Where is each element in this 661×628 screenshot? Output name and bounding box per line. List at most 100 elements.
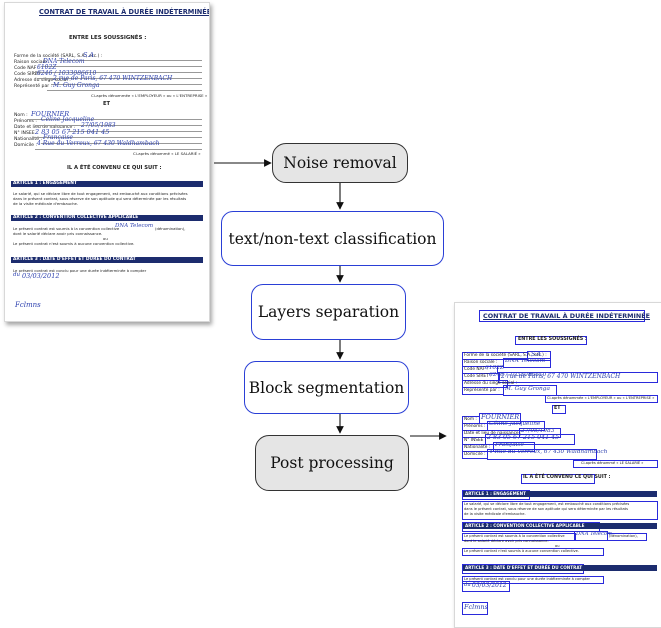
article-2-text: ou [103,236,108,241]
handwritten-value: 27/05/1983 [81,122,116,129]
article-1-text: dans le présent contrat, sous réserve de… [464,507,628,511]
article-3-text: Le présent contrat est conclu pour une d… [13,268,147,273]
handwritten-value: 03/03/2012 [22,272,60,280]
field-label: Domicile : [464,452,486,457]
field-label: Adresse du siège social : [464,381,518,386]
article-1-text: de la visite médicale d'embauche. [13,201,79,206]
handwritten-value: du [464,582,471,588]
handwritten-value: du [13,272,21,278]
handwritten-value: 03/03/2012 [472,582,507,589]
doc-title: CONTRAT DE TRAVAIL À DURÉE INDÉTERMINÉE [483,312,651,320]
field-label: Code SIRET : [464,374,492,379]
handwritten-value: M. Guy Gronga [53,82,100,89]
handwritten-value: S.A [531,351,542,358]
field-label: Raison sociale : [464,360,498,365]
handwritten-value: 2 rue de Paris, 67 470 WINTZENBACH [53,75,173,82]
employer-caption: Ci-après dénommée « L'EMPLOYEUR » ou « L… [547,396,655,400]
agreed-heading: IL A ÉTÉ CONVENU CE QUI SUIT : [523,475,611,480]
article-2-text: Le présent contrat est soumis à la conve… [13,226,120,231]
signature: Fclmns [15,301,41,309]
handwritten-value: Française [495,442,524,448]
handwritten-value: DNA Telecom [43,58,85,65]
field-label: Code NAF : [464,367,488,372]
article-3-heading: ARTICLE 3 : DATE D'EFFET ET DURÉE DU CON… [11,257,203,263]
article-3-heading: ARTICLE 3 : DATE D'EFFET ET DURÉE DU CON… [463,565,657,571]
article-1-heading: ARTICLE 1 : ENGAGEMENT [11,181,203,187]
article-2-text: (dénomination), [155,226,186,231]
article-2-text: Le présent contrat n'est soumis à aucune… [464,549,579,553]
doc-between: ENTRE LES SOUSSIGNÉS : [69,35,147,41]
handwritten-value: 6102Z [37,64,57,71]
handwritten-value: S.A [83,51,94,59]
employee-caption: Ci-après dénommé « LE SALARIÉ » [581,461,644,465]
handwritten-value: 6102Z [485,365,504,371]
article-2-text: dont le salarié déclare avoir pris conna… [464,539,549,543]
field-label: N° INSEE : [464,438,487,443]
handwritten-value: 27/05/1983 [521,428,555,434]
step-block-segmentation: Block segmentation [244,361,409,414]
handwritten-value: 2 rue de Paris, 67 470 WINTZENBACH [501,373,621,380]
field-label: Représenté par : [464,388,500,393]
step-noise-removal: Noise removal [272,143,408,183]
handwritten-value: DNA Telecom [576,531,612,537]
article-2-text: Le présent contrat n'est soumis à aucune… [13,241,135,246]
field-label: Nom : [464,417,477,422]
agreed-heading: IL A ÉTÉ CONVENU CE QUI SUIT : [67,165,162,171]
field-label: Forme de la société (SARL, S.A., etc.) : [464,353,547,358]
article-2-text: Le présent contrat est soumis à la conve… [464,534,565,538]
article-1-text: dans le présent contrat, sous réserve de… [13,196,187,201]
field-label: Domicile : [14,143,38,148]
handwritten-value: Française [43,134,73,141]
and-label: ET [554,406,561,411]
doc-title: CONTRAT DE TRAVAIL À DURÉE INDÉTERMINÉE [39,8,210,16]
handwritten-value: 2 83 05 67 215 041 45 [35,128,110,136]
handwritten-value: 2 83 05 67 215 041 45 [487,434,560,441]
field-label: Date et lieu de naissance : [14,125,76,130]
handwritten-value: Céline Jacqueline [41,116,95,123]
employee-caption: Ci-après dénommé « LE SALARIÉ » [133,151,201,156]
article-3-text: Le présent contrat est conclu pour une d… [464,577,591,581]
step-post-processing: Post processing [255,435,409,491]
field-label: Code NAF : [14,66,40,71]
handwritten-value: DNA Telecom [115,223,154,229]
article-1-text: Le salarié, qui se déclare libre de tout… [13,191,188,196]
article-2-heading: ARTICLE 2 : CONVENTION COLLECTIVE APPLIC… [463,523,657,529]
field-label: Nom : [14,113,28,118]
article-2-text: dont le salarié déclare avoir pris conna… [13,231,103,236]
article-1-heading: ARTICLE 1 : ENGAGEMENT [463,491,657,497]
field-label: Code SIRET : [14,72,44,77]
article-1-text: Le salarié, qui se déclare libre de tout… [464,502,630,506]
handwritten-value: 6246 / 1033086610 [489,372,547,378]
field-label: Nationalité : [14,137,43,142]
article-2-heading: ARTICLE 2 : CONVENTION COLLECTIVE APPLIC… [11,215,203,221]
article-1-text: de la visite médicale d'embauche. [464,512,526,516]
handwritten-value: Céline Jacqueline [489,421,541,427]
article-2-text: (dénomination), [609,534,638,538]
handwritten-value: FOURNIER [481,413,520,421]
handwritten-value: FOURNIER [31,110,70,118]
field-label: Adresse du siège social : [14,78,71,83]
field-label: Raison sociale : [14,60,50,65]
field-label: Représenté par : [14,84,53,89]
field-label: Prénoms : [464,424,486,429]
article-2-text: ou [555,544,560,548]
original-document: CONTRAT DE TRAVAIL À DURÉE INDÉTERMINÉE … [4,2,210,322]
segmented-document: CONTRAT DE TRAVAIL À DURÉE INDÉTERMINÉE … [454,302,661,628]
handwritten-value: M. Guy Gronga [505,386,550,392]
handwritten-value: 4 Rue du Verreux, 67 430 Waldhambach [37,140,160,147]
and-label: ET [103,101,111,107]
doc-between: ENTRE LES SOUSSIGNÉS : [518,337,587,342]
field-label: Date et lieu de naissance : [464,431,522,436]
handwritten-value: 6246 / 1033086610 [37,70,97,77]
step-text-classification: text/non-text classification [221,211,444,266]
step-layers-separation: Layers separation [251,284,406,340]
employer-caption: Ci-après dénommée « L'EMPLOYEUR » ou « L… [91,93,208,98]
field-label: Forme de la société (SARL, S.A., etc.) : [14,54,103,59]
handwritten-value: DNA Telecom [505,358,546,364]
field-label: Prénoms : [14,119,37,124]
handwritten-value: 4 Rue du Verreux, 67 430 Waldhambach [489,449,608,455]
field-label: N° INSEE : [14,131,38,136]
field-label: Nationalité : [464,445,491,450]
signature: Fclmns [464,603,488,611]
